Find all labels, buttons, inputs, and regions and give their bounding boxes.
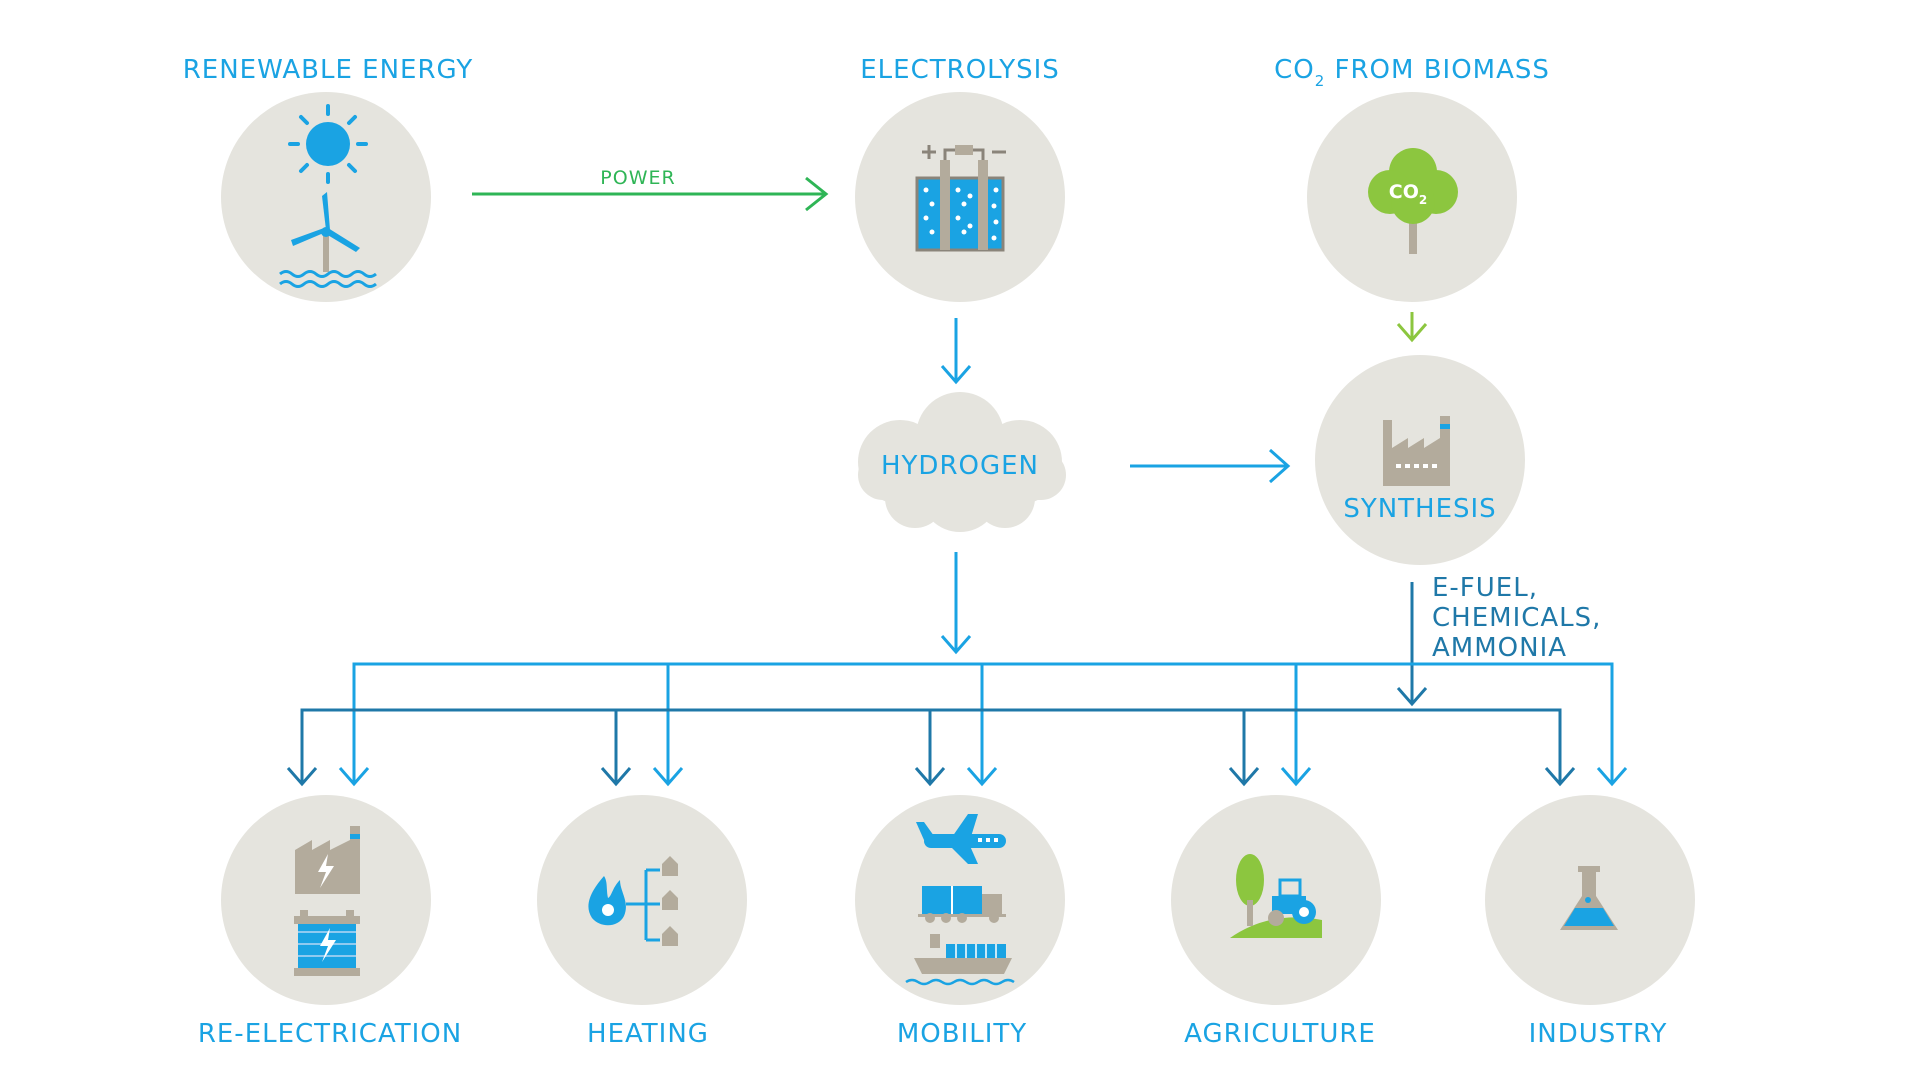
flame-icon [588,876,626,926]
industry-node: INDUSTRY [1485,795,1695,1049]
re-electrication-node: RE-ELECTRICATION [198,795,462,1049]
co2-biomass-suffix: FROM BIOMASS [1325,55,1550,85]
power-label: POWER [600,167,675,189]
hydrogen-to-synthesis-arrow [1130,448,1291,484]
electrolysis-cell-icon [915,145,1006,252]
electrolysis-label: ELECTROLYSIS [860,55,1060,85]
electrolysis-to-hydrogen-arrow [940,318,972,385]
co2-biomass-node: CO2 [1307,92,1517,302]
hydrogen-node: HYDROGEN [858,392,1066,532]
tree-co2-subscript: 2 [1419,193,1427,207]
battery-icon [294,910,360,976]
efuel-label: E-FUEL, CHEMICALS, AMMONIA [1432,573,1611,663]
tractor-field-icon [1230,854,1322,938]
tree-co2-prefix: CO [1389,181,1419,203]
mobility-label: MOBILITY [897,1019,1027,1049]
water-waves-icon [279,270,377,288]
renewable-energy-node [221,92,431,302]
co2-biomass-prefix: CO [1274,55,1315,85]
factory-icon [1383,416,1450,486]
re-electrication-label: RE-ELECTRICATION [198,1019,462,1049]
synthesis-node: SYNTHESIS [1315,355,1525,565]
hydrogen-distribution-bus [338,662,1628,787]
ship-icon [905,934,1015,986]
agriculture-node: AGRICULTURE [1171,795,1381,1049]
synthesis-down-arrow [1396,582,1428,707]
mobility-node: MOBILITY [855,795,1065,1049]
co2-to-synthesis-arrow [1396,312,1428,343]
efuel-distribution-bus [286,708,1576,787]
airplane-icon [916,814,1006,864]
efuel-line-1: E-FUEL, [1432,573,1538,603]
electrolysis-node [855,92,1065,302]
synthesis-label: SYNTHESIS [1343,494,1496,524]
heating-node: HEATING [537,795,747,1049]
agriculture-label: AGRICULTURE [1184,1019,1376,1049]
truck-icon [918,886,1006,923]
power-arrow: POWER [472,167,829,212]
distribution-lines-icon [626,868,660,942]
renewable-energy-label: RENEWABLE ENERGY [183,55,474,85]
industry-label: INDUSTRY [1529,1019,1668,1049]
tree-co2-text: CO2 [1389,181,1427,207]
sun-icon [288,104,368,184]
hydrogen-down-arrow [940,552,972,655]
hydrogen-label: HYDROGEN [881,451,1039,481]
tree-icon: CO2 [1368,148,1458,254]
houses-icon [662,856,678,946]
co2-biomass-label: CO2 FROM BIOMASS [1274,55,1550,90]
heating-label: HEATING [587,1019,709,1049]
efuel-line-3: AMMONIA [1432,633,1567,663]
efuel-line-2: CHEMICALS, [1432,603,1601,633]
wind-turbine-icon [291,192,360,272]
flask-icon [1560,866,1618,930]
co2-biomass-subscript: 2 [1315,72,1326,90]
power-plant-icon [295,826,360,894]
